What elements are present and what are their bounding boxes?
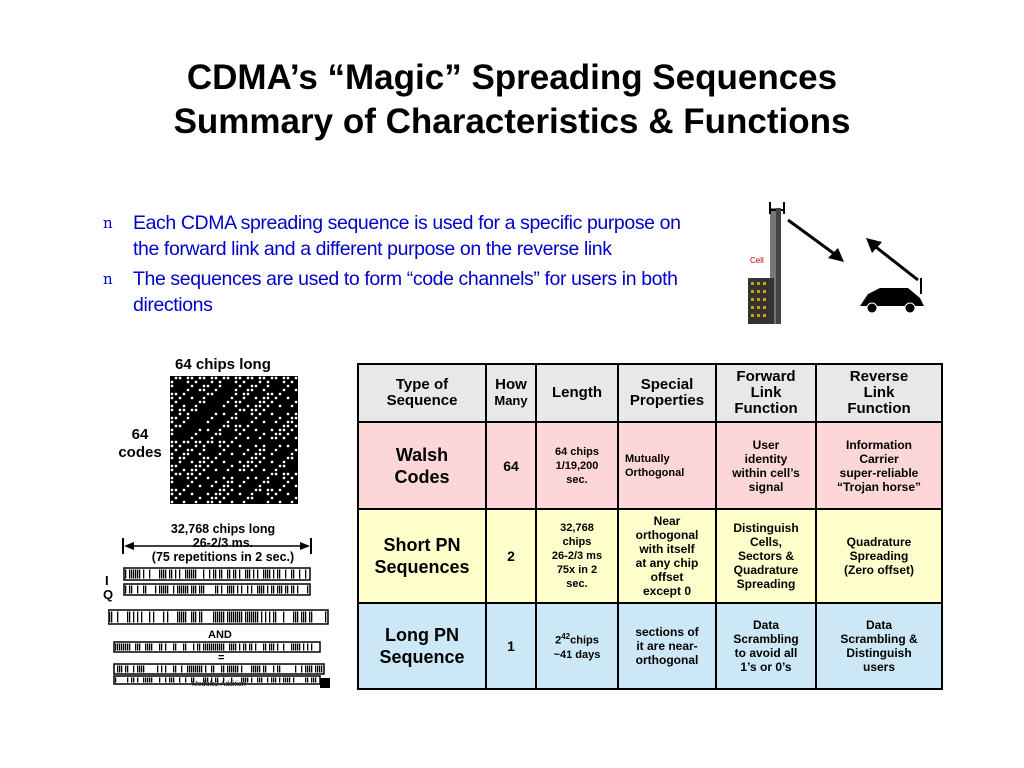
bullet-item: n Each CDMA spreading sequence is used f… — [103, 210, 703, 262]
slide-title: CDMA’s “Magic” Spreading Sequences Summa… — [0, 56, 1024, 144]
bullet-item: n The sequences are used to form “code c… — [103, 266, 703, 318]
pn-length-arrow — [122, 538, 312, 554]
cell-how-many: 1 — [485, 602, 537, 690]
walsh-codes-count: 64 — [131, 426, 149, 443]
cell-label: Cell — [750, 256, 764, 265]
bullet-list: n Each CDMA spreading sequence is used f… — [103, 210, 703, 322]
title-line-2: Summary of Characteristics & Functions — [173, 102, 851, 141]
walsh-length-label: 64 chips long — [175, 356, 271, 373]
header-length: Length — [535, 363, 619, 423]
pn-sequence-diagram — [108, 567, 330, 688]
cell-length: 242chips~41 days — [535, 602, 619, 690]
modulo2-label: Modulo2 Addition — [192, 681, 246, 688]
and-label: AND — [208, 629, 232, 641]
arrow-up-left-icon — [866, 238, 919, 282]
bullet-marker: n — [103, 270, 113, 288]
i-channel-label: I — [105, 573, 109, 588]
walsh-codes-label: 64 codes — [112, 426, 168, 462]
q-channel-label: Q — [103, 587, 114, 602]
bullet-marker: n — [103, 214, 113, 232]
walsh-codes-word: codes — [118, 444, 162, 461]
title-line-1: CDMA’s “Magic” Spreading Sequences — [186, 58, 838, 97]
cell-tower-icon — [748, 202, 924, 324]
pn-label-line-1: 32,768 chips long — [170, 522, 276, 536]
walsh-matrix — [170, 376, 298, 504]
bullet-text: The sequences are used to form “code cha… — [133, 268, 678, 316]
arrow-down-right-icon — [787, 218, 844, 262]
bullet-text: Each CDMA spreading sequence is used for… — [133, 212, 681, 260]
car-icon — [860, 278, 924, 314]
cell-how-many: 64 — [485, 421, 537, 510]
equals-label: = — [218, 652, 225, 664]
cell-how-many: 2 — [485, 508, 537, 604]
pn-label-line-3: (75 repetitions in 2 sec.) — [151, 550, 295, 564]
iq-labels: I Q — [103, 574, 113, 602]
